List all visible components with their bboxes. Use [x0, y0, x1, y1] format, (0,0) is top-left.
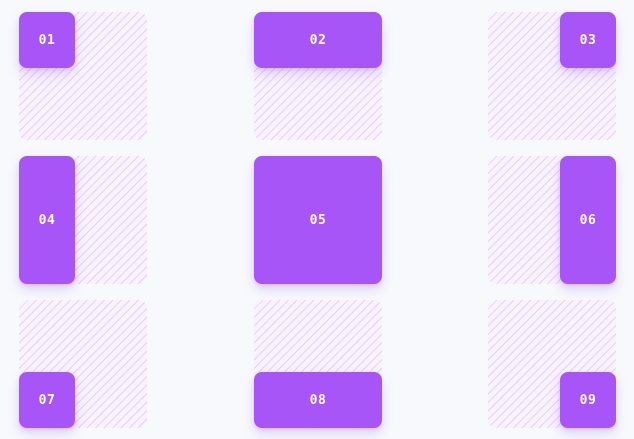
grid-cell-04: 04	[19, 156, 147, 284]
item-08: 08	[254, 372, 382, 428]
item-02: 02	[254, 12, 382, 68]
item-06: 06	[560, 156, 616, 284]
grid-cell-02: 02	[254, 12, 382, 140]
item-05: 05	[254, 156, 382, 284]
grid-cell-03: 03	[488, 12, 616, 140]
grid-cell-01: 01	[19, 12, 147, 140]
grid-cell-09: 09	[488, 300, 616, 428]
grid-cell-05: 05	[254, 156, 382, 284]
item-07: 07	[19, 372, 75, 428]
item-03: 03	[560, 12, 616, 68]
grid-cell-06: 06	[488, 156, 616, 284]
item-09: 09	[560, 372, 616, 428]
item-01: 01	[19, 12, 75, 68]
grid-cell-08: 08	[254, 300, 382, 428]
grid-cell-07: 07	[19, 300, 147, 428]
item-04: 04	[19, 156, 75, 284]
